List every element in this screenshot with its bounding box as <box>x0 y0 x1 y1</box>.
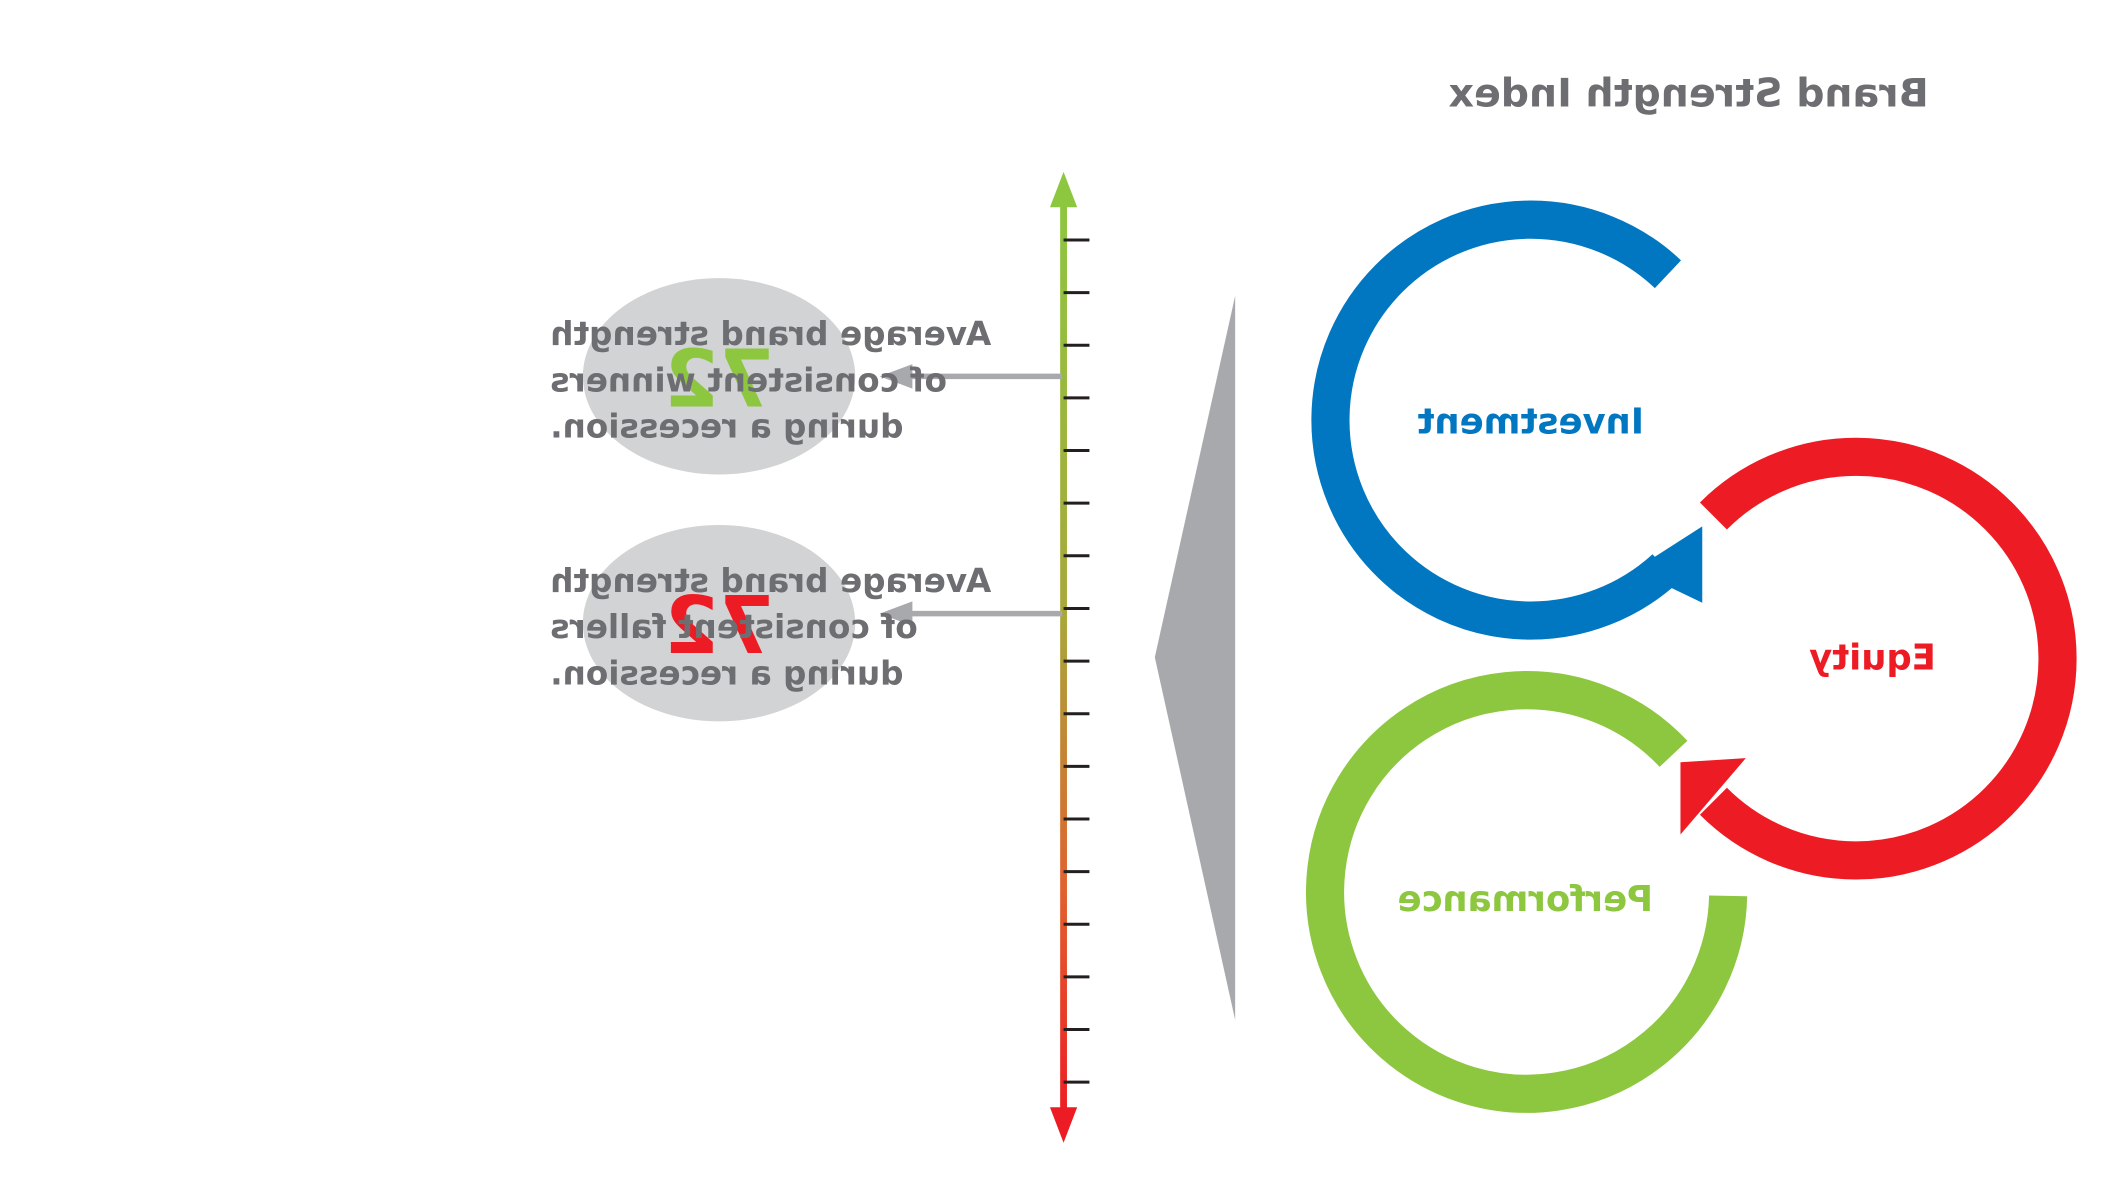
investment-label: Investment <box>1417 402 1644 443</box>
winners-caption: Average brand strength of consistent win… <box>550 315 991 446</box>
scale-ticks <box>1063 238 1090 1084</box>
pointer-wedge <box>1154 295 1236 1020</box>
performance-label: Performance <box>1397 879 1653 920</box>
scale-arrow-up <box>1049 171 1078 208</box>
scale-bar <box>1060 201 1067 1119</box>
winners-caption-line-1: Average brand strength <box>550 315 991 353</box>
winners-caption-line-2: of consistent winners <box>550 361 947 399</box>
fallers-pointer-arrow <box>879 601 1063 626</box>
winners-score: 72 <box>664 333 774 425</box>
investment-arrowhead <box>1634 526 1703 603</box>
equity-cycle-arrow <box>1680 437 2077 880</box>
strength-scale <box>1049 171 1090 1143</box>
performance-cycle-arrow <box>1306 671 1748 1113</box>
fallers-score: 72 <box>664 580 774 672</box>
winners-pointer-arrow <box>879 364 1063 389</box>
fallers-score-ellipse <box>582 524 856 722</box>
fallers-caption-line-3: during a recession. <box>550 655 903 693</box>
fallers-caption: Average brand strength of consistent fal… <box>550 562 991 693</box>
fallers-caption-line-1: Average brand strength <box>550 562 991 600</box>
fallers-caption-line-2: of consistent fallers <box>550 608 918 646</box>
equity-label: Equity <box>1809 638 1936 679</box>
winners-caption-line-3: during a recession. <box>550 408 903 446</box>
winners-score-ellipse <box>582 278 856 475</box>
investment-cycle-arrow <box>1311 200 1703 640</box>
diagram-title: Brand Strength Index <box>1449 70 1929 116</box>
scale-arrow-down <box>1049 1107 1078 1143</box>
equity-arrowhead <box>1680 758 1746 835</box>
